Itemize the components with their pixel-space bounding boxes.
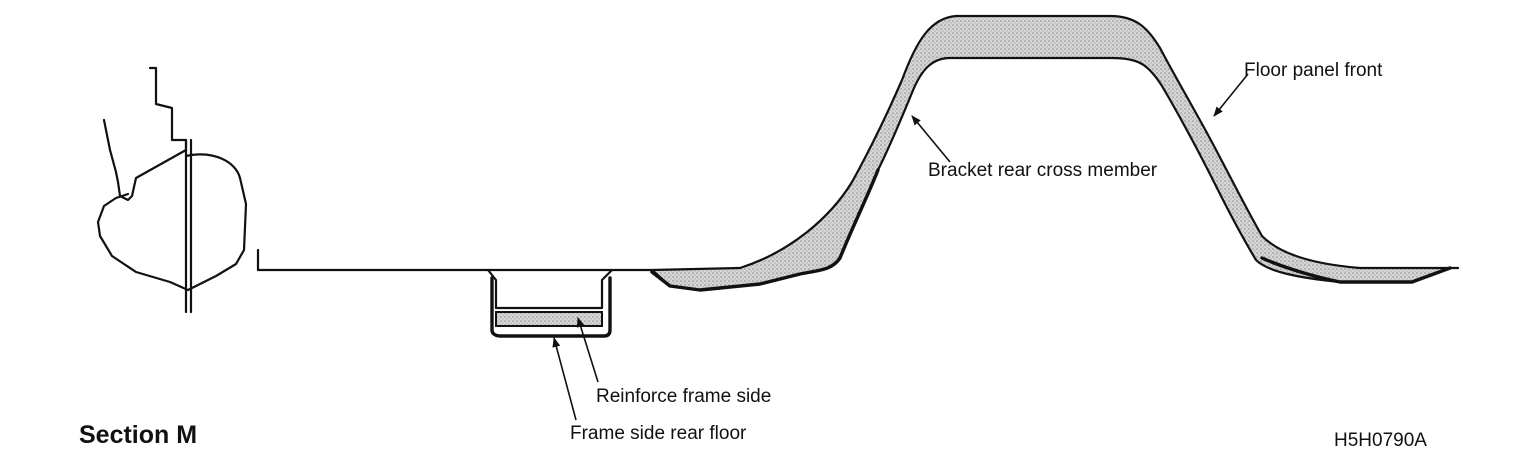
leader-reinforce-frame-side (576, 317, 599, 383)
side-member-section (96, 66, 260, 314)
frame-side-section (486, 268, 614, 338)
label-reinforce-frame-side: Reinforce frame side (596, 386, 771, 407)
label-bracket-rear-cross-member: Bracket rear cross member (928, 160, 1158, 181)
leader-lines (552, 73, 1249, 421)
leader-floor-panel-front (1213, 73, 1249, 117)
reference-code: H5H0790A (1334, 430, 1427, 451)
label-floor-panel-front: Floor panel front (1244, 60, 1383, 81)
cross-member-shading (650, 14, 1452, 292)
leader-bracket-rear-cross-member (911, 115, 951, 163)
label-frame-side-rear-floor: Frame side rear floor (570, 423, 747, 444)
leader-frame-side-rear-floor (552, 337, 577, 421)
section-title: Section M (79, 421, 197, 449)
reinforce-shading (495, 311, 603, 327)
floor-panel-section (256, 14, 1460, 292)
